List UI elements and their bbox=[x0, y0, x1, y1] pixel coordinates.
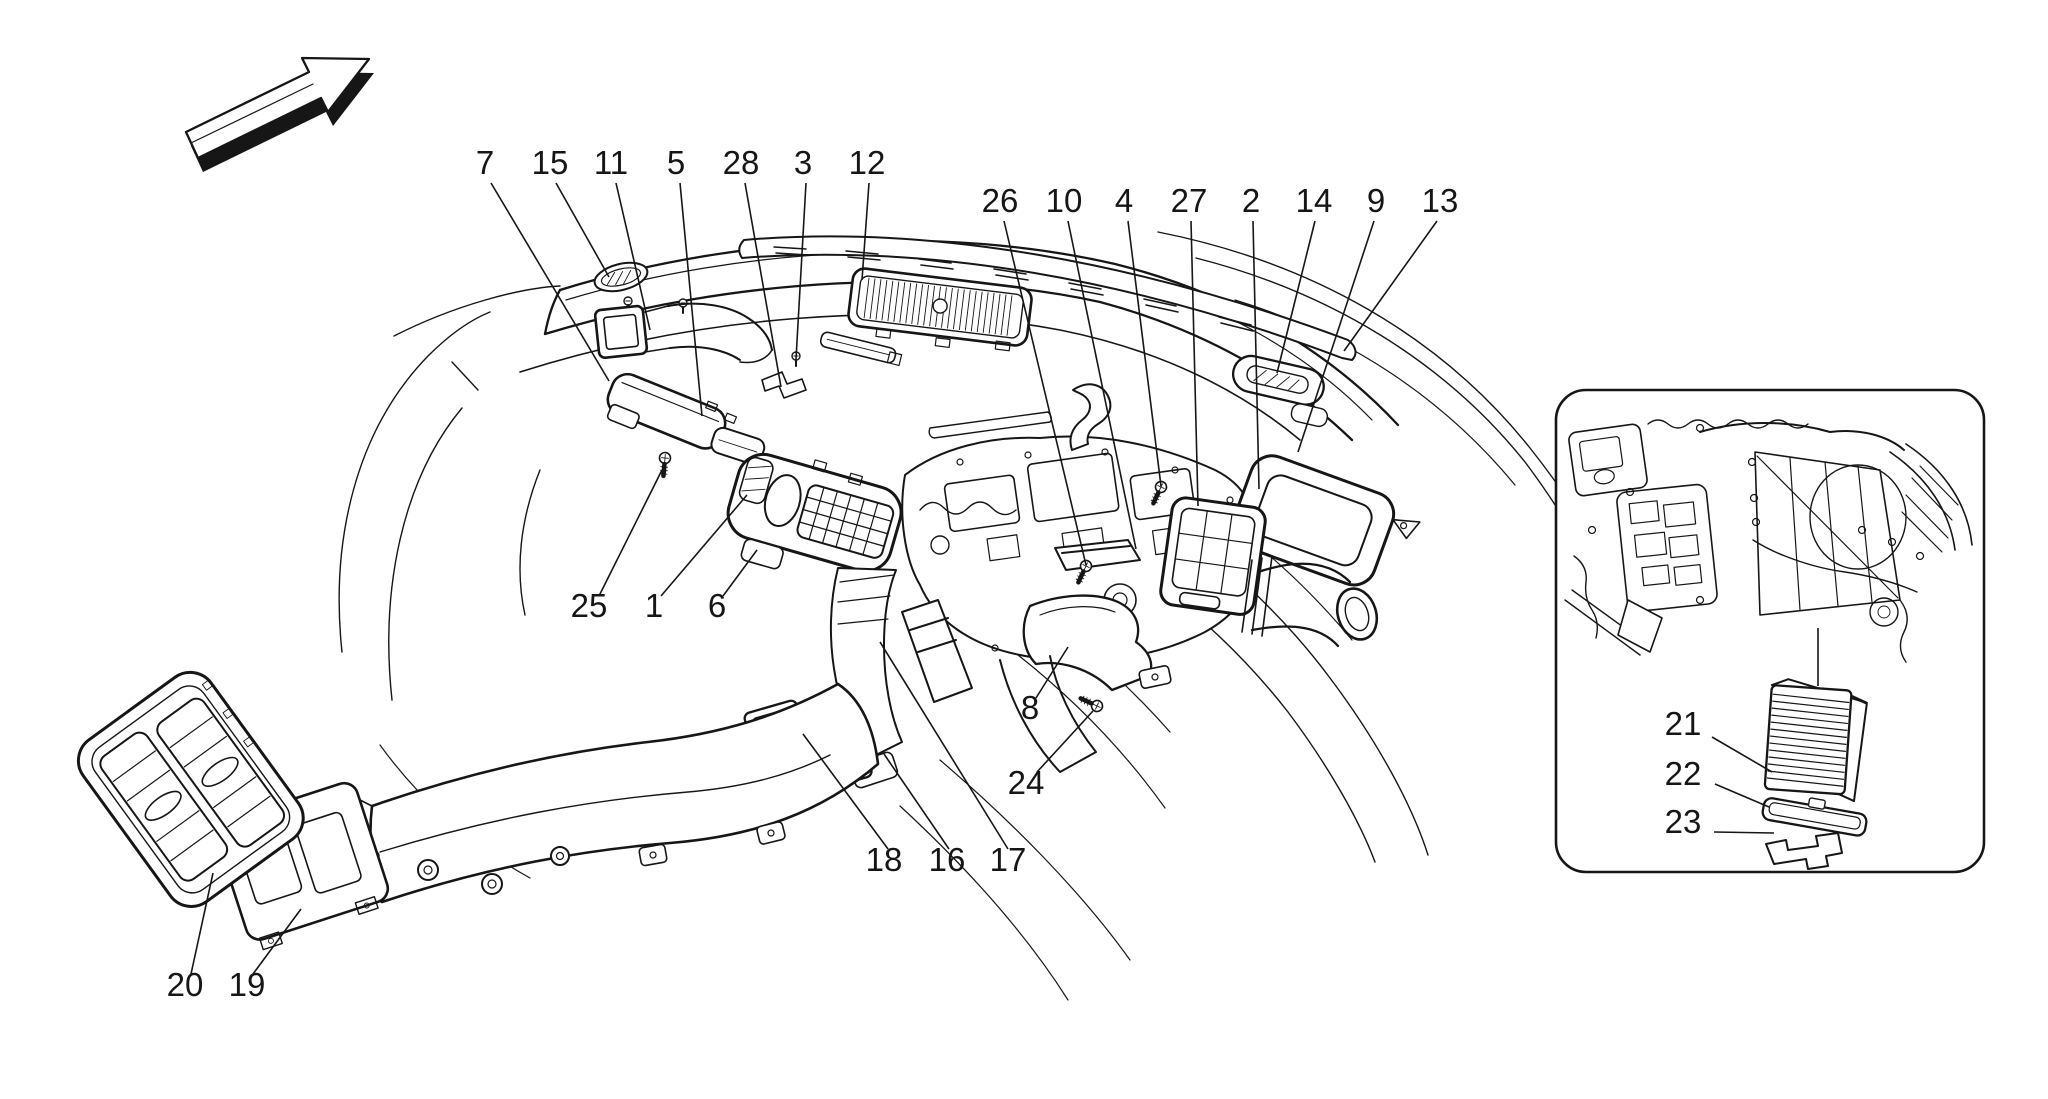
callout-17: 17 bbox=[990, 841, 1027, 878]
inset-detail-box bbox=[1554, 388, 1986, 874]
mounting-tray bbox=[1054, 539, 1141, 571]
leader-line-28 bbox=[744, 182, 782, 388]
screw-24 bbox=[1078, 693, 1104, 713]
callout-12: 12 bbox=[849, 144, 886, 181]
leader-line-5 bbox=[679, 182, 703, 417]
leader-line-15 bbox=[555, 182, 610, 278]
leader-line-12 bbox=[861, 182, 870, 281]
callout-25: 25 bbox=[571, 587, 608, 624]
inset-screws bbox=[1587, 423, 1925, 605]
leader-line-7 bbox=[490, 182, 610, 382]
filter-lid-22 bbox=[1761, 797, 1868, 837]
leader-line-6 bbox=[722, 549, 758, 597]
hvac-center-unit bbox=[901, 383, 1256, 663]
demister-duct bbox=[606, 372, 766, 477]
callout-5: 5 bbox=[667, 144, 685, 181]
callout-20: 20 bbox=[167, 966, 204, 1003]
leader-line-27 bbox=[1190, 220, 1199, 507]
inset-hvac-unit bbox=[1564, 419, 1973, 686]
center-left-vent-assembly bbox=[726, 452, 903, 573]
leader-line-3 bbox=[795, 182, 807, 360]
leader-line-1 bbox=[660, 494, 748, 597]
leader-line-26 bbox=[1003, 220, 1087, 566]
leader-line-16 bbox=[883, 753, 950, 850]
callout-1: 1 bbox=[645, 587, 663, 624]
callout-10: 10 bbox=[1046, 182, 1083, 219]
leader-line-8 bbox=[1035, 646, 1069, 699]
callout-19: 19 bbox=[229, 966, 266, 1003]
callout-16: 16 bbox=[929, 841, 966, 878]
leader-line-19 bbox=[252, 908, 302, 975]
leader-line-9 bbox=[1297, 220, 1375, 453]
callout-18: 18 bbox=[866, 841, 903, 878]
callout-15: 15 bbox=[532, 144, 569, 181]
defroster-strip-slots bbox=[773, 246, 1254, 332]
leader-line-11 bbox=[615, 182, 651, 331]
right-vent-assembly bbox=[1159, 454, 1421, 648]
leader-line-14 bbox=[1276, 220, 1316, 374]
beam-duct bbox=[359, 682, 880, 904]
callout-24: 24 bbox=[1008, 764, 1045, 801]
center-defroster-grille bbox=[847, 267, 1033, 352]
center-vents-20 bbox=[76, 670, 305, 908]
leader-line-24 bbox=[1036, 710, 1094, 773]
leader-line-17 bbox=[879, 641, 1009, 850]
callout-3: 3 bbox=[794, 144, 812, 181]
leader-line-13 bbox=[1343, 220, 1438, 352]
leader-line-21 bbox=[1711, 736, 1773, 773]
callout-22: 22 bbox=[1665, 755, 1702, 792]
callout-27: 27 bbox=[1171, 182, 1208, 219]
leader-line-18 bbox=[802, 733, 889, 850]
cabin-air-filter-21 bbox=[1763, 678, 1868, 803]
leader-line-22 bbox=[1714, 783, 1770, 808]
callout-4: 4 bbox=[1115, 182, 1133, 219]
filter-clip-23 bbox=[1765, 832, 1843, 870]
leader-line-23 bbox=[1713, 831, 1775, 834]
left-vent-duct bbox=[593, 302, 773, 364]
callout-13: 13 bbox=[1422, 182, 1459, 219]
duct-hook-10 bbox=[1069, 383, 1112, 451]
callout-8: 8 bbox=[1021, 689, 1039, 726]
leader-line-25 bbox=[598, 469, 663, 597]
callout-21: 21 bbox=[1665, 705, 1702, 742]
leader-line-10 bbox=[1067, 220, 1137, 550]
defroster-strip bbox=[738, 235, 1357, 361]
callout-7: 7 bbox=[476, 144, 494, 181]
callout-23: 23 bbox=[1665, 803, 1702, 840]
orientation-arrow bbox=[184, 56, 374, 172]
callout-26: 26 bbox=[982, 182, 1019, 219]
callout-11: 11 bbox=[594, 144, 628, 181]
oval-cap-vent bbox=[593, 261, 688, 314]
callout-14: 14 bbox=[1296, 182, 1333, 219]
leader-line-4 bbox=[1127, 220, 1162, 487]
callout-2: 2 bbox=[1242, 182, 1260, 219]
leader-line-2 bbox=[1252, 220, 1260, 490]
clip-bracket-28 bbox=[761, 351, 807, 399]
callout-28: 28 bbox=[723, 144, 760, 181]
side-demister-vent bbox=[1231, 354, 1329, 428]
stud-screw bbox=[678, 298, 688, 314]
rail-bracket bbox=[819, 331, 903, 367]
callout-9: 9 bbox=[1367, 182, 1385, 219]
leader-line-20 bbox=[190, 872, 214, 975]
callout-6: 6 bbox=[708, 587, 726, 624]
